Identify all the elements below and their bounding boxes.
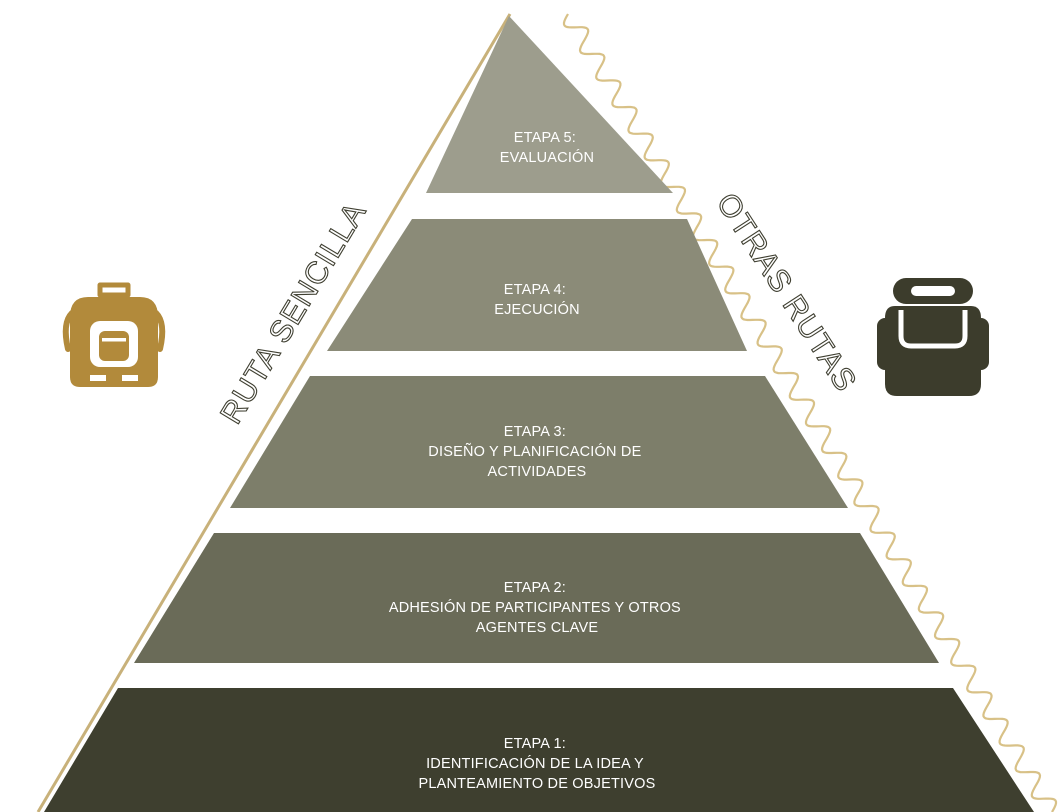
backpack-icon — [877, 278, 989, 396]
stage-2-text: ETAPA 2: ADHESIÓN DE PARTICIPANTES Y OTR… — [389, 580, 685, 636]
tier-etapa-1 — [44, 688, 1034, 812]
tier-etapa-4 — [327, 219, 747, 351]
stage-3-text: ETAPA 3: DISEÑO Y PLANIFICACIÓN DE ACTIV… — [428, 424, 645, 480]
tier-etapa-5 — [426, 16, 673, 193]
stage-1-text: ETAPA 1: IDENTIFICACIÓN DE LA IDEA Y PLA… — [419, 736, 656, 792]
other-routes-label: OTRAS RUTAS — [710, 187, 864, 398]
stage-5-text: ETAPA 5: EVALUACIÓN — [500, 130, 594, 166]
tier-etapa-2 — [134, 533, 939, 663]
stage-4-text: ETAPA 4: EJECUCIÓN — [494, 282, 580, 318]
backpack-icon — [62, 282, 166, 387]
tier-etapa-3 — [230, 376, 848, 508]
other-routes-line — [562, 13, 1058, 812]
simple-route-line — [36, 13, 512, 812]
